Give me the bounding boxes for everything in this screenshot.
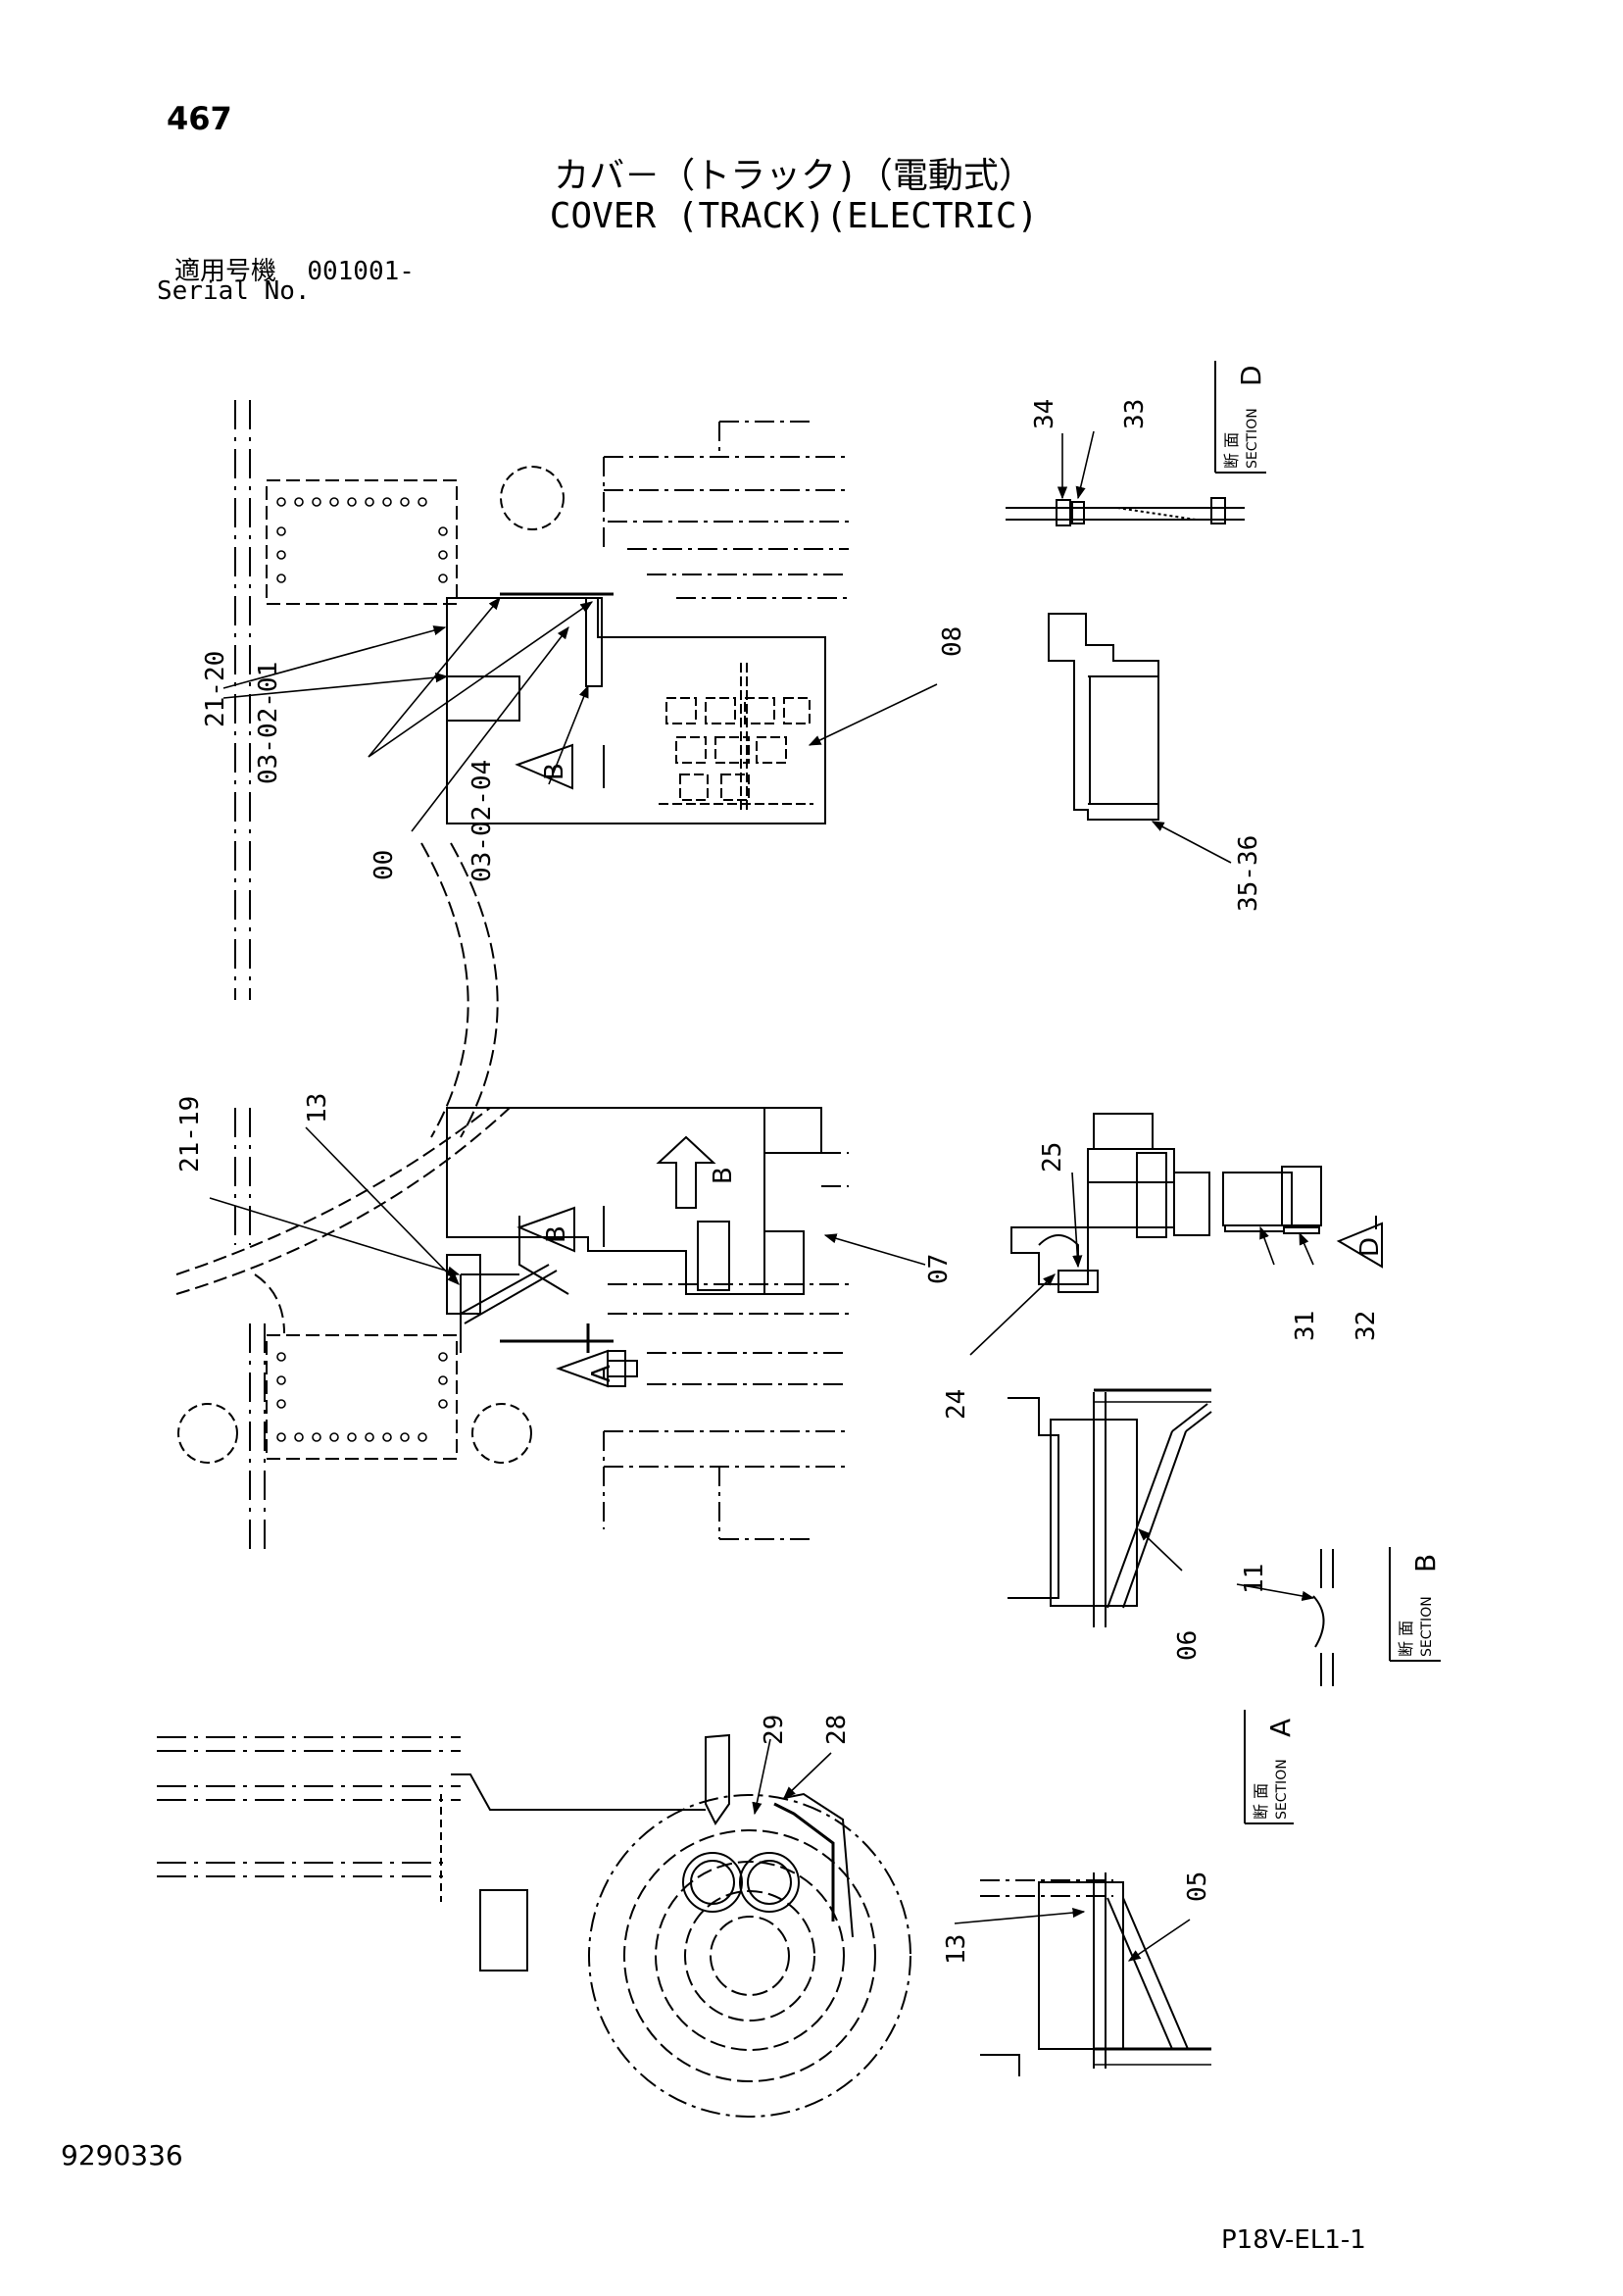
serial-line-japanese: 適用号機 001001-	[174, 251, 415, 287]
section-a-en: SECTION	[1274, 1759, 1290, 1820]
lower-track-side-view	[157, 1733, 911, 2118]
callout-06: 06	[1173, 1630, 1203, 1661]
callout-33: 33	[1120, 399, 1150, 429]
section-b-en: SECTION	[1419, 1596, 1435, 1657]
callout-13-lower: 13	[942, 1934, 971, 1965]
serial-label-jp: 適用号機	[174, 257, 277, 286]
view-marker-b3: B	[542, 1225, 571, 1243]
callout-24: 24	[942, 1389, 971, 1420]
title-english: COVER (TRACK)(ELECTRIC)	[549, 196, 1039, 236]
serial-label-english: Serial No.	[157, 276, 311, 306]
callout-08: 08	[938, 626, 967, 657]
callout-03-02-01: 03-02-01	[254, 662, 283, 784]
callout-28: 28	[822, 1715, 852, 1745]
serial-value: 001001-	[307, 257, 415, 286]
view-marker-b2: B	[709, 1167, 738, 1184]
section-a-label-box	[1244, 1710, 1294, 1824]
section-d-jp: 断 面	[1222, 432, 1241, 469]
view-marker-b1: B	[540, 763, 569, 780]
section-b-wall-detail	[1312, 1547, 1441, 1686]
section-a-jp: 断 面	[1252, 1783, 1270, 1820]
section-d-en: SECTION	[1245, 408, 1260, 469]
callout-00: 00	[369, 850, 399, 880]
view-marker-shapes	[515, 743, 605, 1253]
section-b-detail	[1008, 1388, 1212, 1627]
footer-code: P18V-EL1-1	[1221, 2225, 1366, 2255]
page-number: 467	[167, 100, 232, 137]
callout-07: 07	[924, 1254, 954, 1284]
callout-35-36: 35-36	[1234, 835, 1263, 912]
section-d-assembly-view	[1010, 1113, 1383, 1293]
upper-track-assembly	[234, 400, 849, 1138]
section-b-letter: B	[1409, 1554, 1442, 1572]
section-d-detail	[1006, 361, 1266, 526]
section-d-letter: D	[1235, 365, 1267, 386]
middle-track-assembly	[175, 1107, 849, 1549]
view-marker-d: D	[1355, 1237, 1385, 1257]
callout-31: 31	[1291, 1311, 1320, 1341]
document-number: 9290336	[61, 2139, 183, 2171]
cover-side-view-upper	[1048, 613, 1159, 821]
title-japanese: カバ－（トラック)（電動式）	[554, 156, 1034, 196]
callout-29: 29	[760, 1715, 789, 1745]
callout-32: 32	[1352, 1311, 1381, 1341]
callout-13-upper: 13	[303, 1093, 332, 1123]
section-d-label-box	[1214, 361, 1266, 474]
callout-05: 05	[1183, 1872, 1212, 1902]
section-b-jp: 断 面	[1397, 1621, 1415, 1657]
callout-21-19: 21-19	[175, 1096, 205, 1173]
section-a-letter: A	[1264, 1719, 1297, 1737]
callout-34: 34	[1030, 399, 1059, 429]
callout-11: 11	[1240, 1564, 1269, 1594]
callout-25: 25	[1038, 1142, 1067, 1173]
leader-lines	[209, 430, 1315, 1962]
section-a-detail	[980, 1710, 1294, 2076]
callout-03-02-04: 03-02-04	[467, 760, 497, 882]
view-marker-a: A	[587, 1365, 616, 1382]
callout-21-20: 21-20	[201, 651, 230, 727]
